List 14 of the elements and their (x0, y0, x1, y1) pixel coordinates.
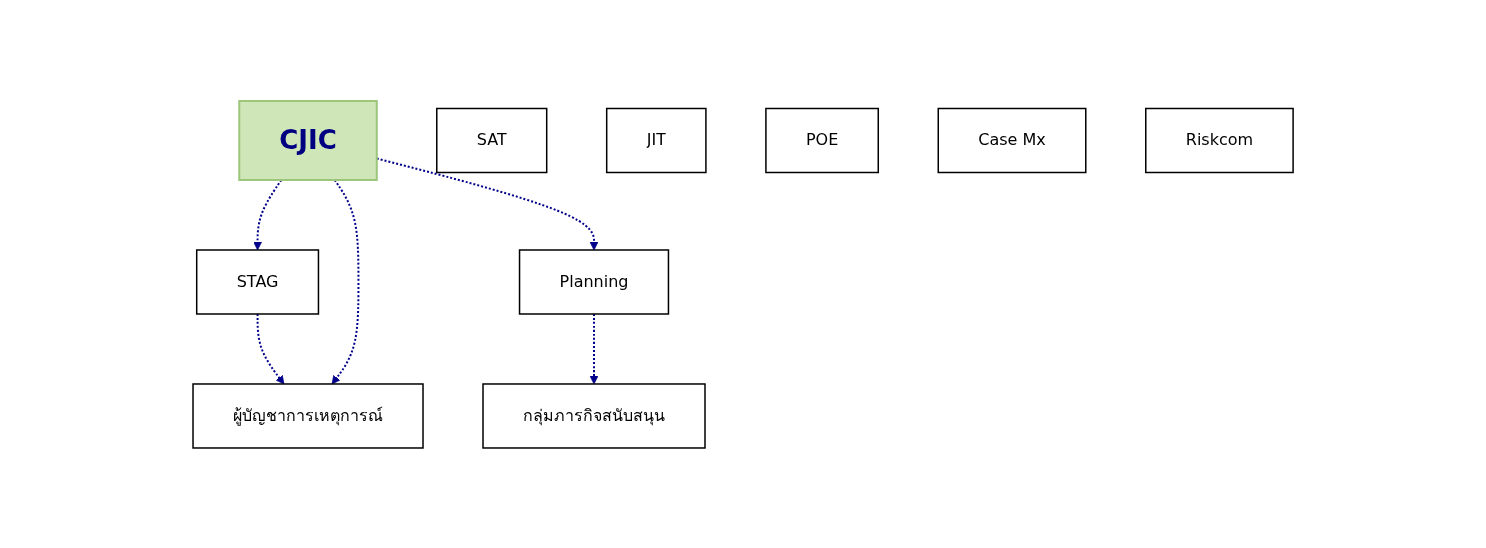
node-box: Case Mx (937, 107, 1087, 173)
node-box: JIT (605, 107, 707, 173)
node-box: ผู้บัญชาการเหตุการณ์ (192, 382, 424, 449)
node-box: POE (765, 107, 879, 173)
arrow (256, 312, 285, 384)
arrow (589, 312, 599, 384)
node-box: STAG (195, 248, 320, 315)
node-box: Riskcom (1144, 107, 1294, 173)
node-box: SAT (435, 107, 548, 173)
arrow (331, 178, 360, 384)
node-box: กลุ่มภารกิจสนับสนุน (482, 382, 706, 449)
arrow (253, 178, 283, 250)
node-box: Planning (518, 248, 670, 315)
node-box: CJIC (238, 99, 378, 181)
